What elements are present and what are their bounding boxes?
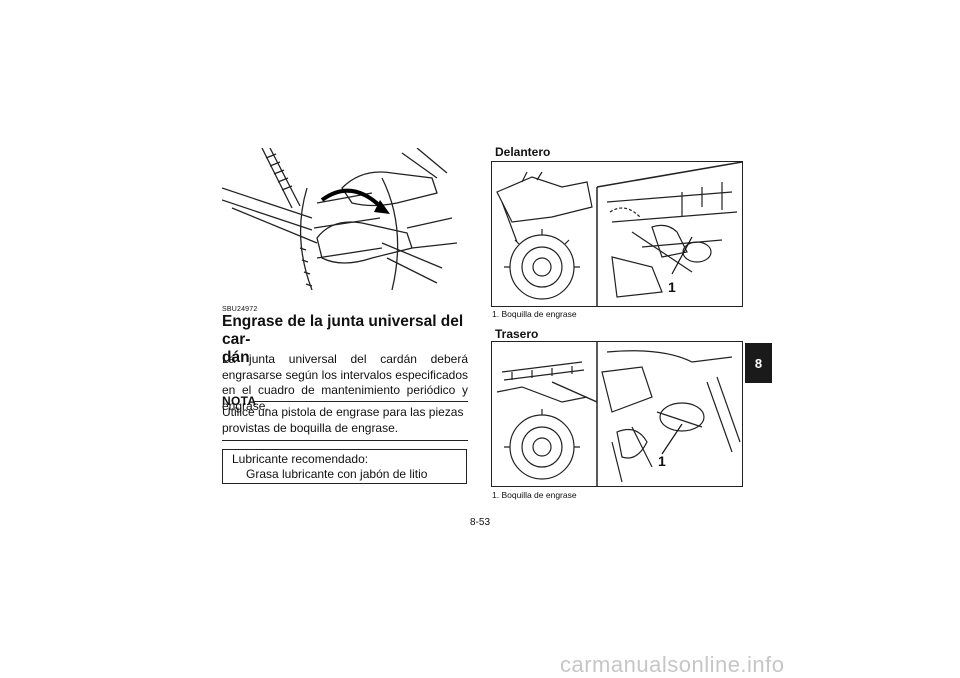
chapter-tab-label: 8 (754, 355, 763, 371)
rear-grease-nipple-illustration: 1 (491, 341, 743, 487)
page-number: 8-53 (470, 517, 491, 528)
nota-label: NOTA (222, 394, 257, 408)
nota-text: Utilice una pistola de engrase para las … (222, 405, 464, 435)
watermark: carmanualsonline.info (560, 652, 785, 677)
chapter-tab: 8 (745, 343, 772, 383)
rear-caption: 1. Boquilla de engrase (492, 490, 577, 500)
section-title: Engrase de la junta universal del car- d… (222, 313, 472, 367)
nota-rule (254, 401, 468, 402)
lubricant-value: Grasa lubricante con jabón de litio (246, 467, 428, 481)
section-code: SBU24972 (222, 306, 258, 313)
front-caption: 1. Boquilla de engrase (492, 309, 577, 319)
rear-heading: Trasero (495, 327, 539, 341)
section-body: La junta universal del cardán deberá eng… (222, 352, 468, 413)
section-title-line1: Engrase de la junta universal del car- (222, 313, 464, 348)
lubricant-label: Lubricante recomendado: (232, 452, 369, 466)
front-callout-label: 1 (668, 279, 676, 295)
nota-end-rule (222, 440, 468, 441)
section-title-line2: dán (222, 349, 250, 366)
front-heading: Delantero (495, 145, 551, 159)
lubricant-box (222, 449, 467, 484)
front-grease-nipple-illustration: 1 (491, 161, 743, 307)
wheel-rotation-illustration (222, 148, 468, 290)
front-atv-drawing: 1 (496, 162, 742, 306)
rear-atv-drawing: 1 (496, 342, 741, 486)
rear-callout-label: 1 (658, 453, 666, 469)
wheel-hands-drawing (222, 148, 458, 290)
